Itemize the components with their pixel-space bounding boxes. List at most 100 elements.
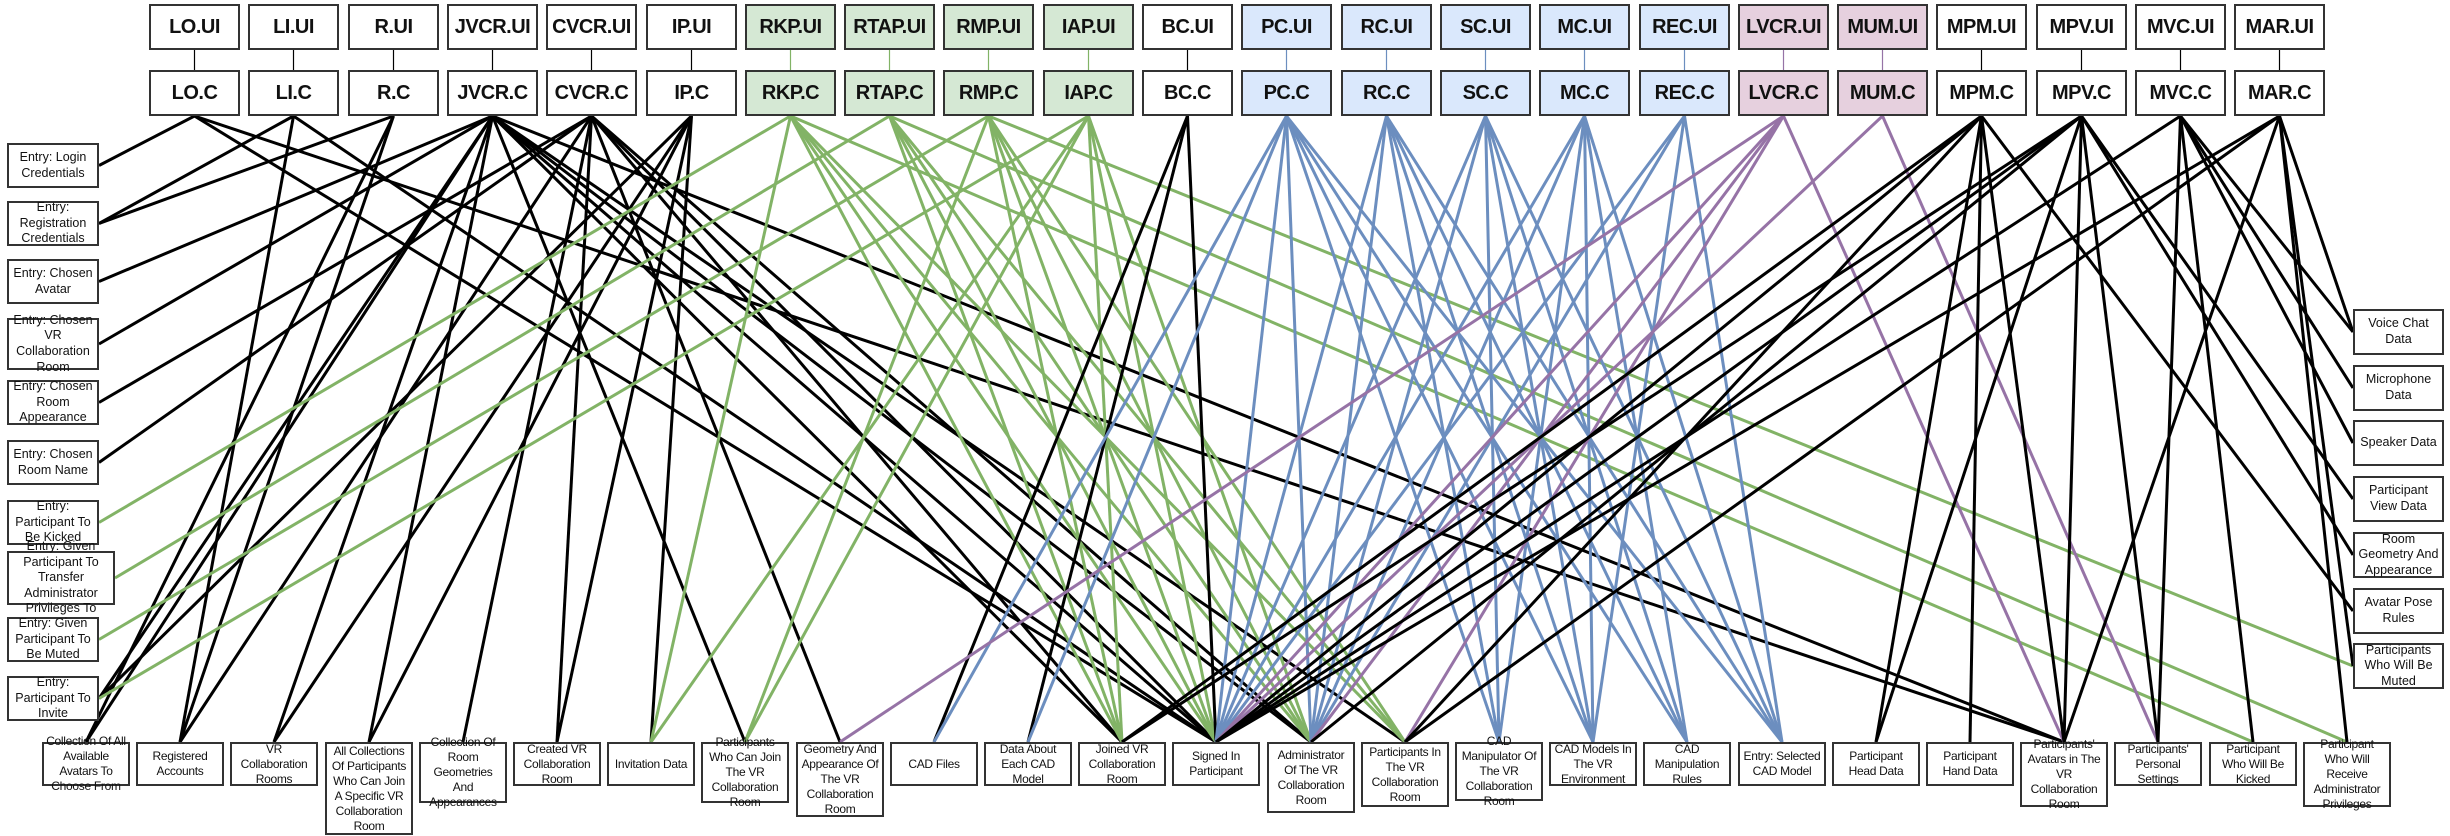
component-ui-r[interactable]: R.UI [348,4,439,50]
entry-e2[interactable]: Entry: Registration Credentials [7,200,99,246]
data-r1[interactable]: Voice Chat Data [2353,309,2444,355]
data-b12[interactable]: Joined VR Collaboration Room [1078,742,1166,786]
data-b9[interactable]: Geometry And Appearance Of The VR Collab… [796,742,884,817]
edge-jvcr-e3 [98,114,494,283]
component-c-rtap[interactable]: RTAP.C [844,70,935,116]
data-b4[interactable]: All Collections Of Participants Who Can … [325,742,413,835]
data-b23[interactable]: Participants' Personal Settings [2114,742,2202,786]
data-b21[interactable]: Participant Hand Data [1926,742,2014,786]
edge-mum-b23 [1881,115,2160,743]
data-b7[interactable]: Invitation Data [607,742,695,786]
component-c-sc[interactable]: SC.C [1440,70,1531,116]
component-ui-iap[interactable]: IAP.UI [1043,4,1134,50]
edge-rec-b13 [1214,115,1686,743]
component-c-rmp[interactable]: RMP.C [943,70,1034,116]
component-ui-mum[interactable]: MUM.UI [1837,4,1928,50]
data-b2-label: Registered Accounts [152,749,208,778]
component-ui-cvcr[interactable]: CVCR.UI [546,4,637,50]
component-ui-mpv[interactable]: MPV.UI [2036,4,2127,50]
data-b11[interactable]: Data About Each CAD Model [984,742,1072,786]
component-ui-lo[interactable]: LO.UI [149,4,240,50]
edge-rkp-b14 [789,115,1313,743]
component-ui-jvcr[interactable]: JVCR.UI [447,4,538,50]
data-r4[interactable]: Participant View Data [2353,476,2444,522]
entry-e1[interactable]: Entry: Login Credentials [7,143,99,188]
edge-mc-b16 [1497,115,1586,743]
component-c-mvc[interactable]: MVC.C [2135,70,2226,116]
component-c-mpv[interactable]: MPV.C [2036,70,2127,116]
data-b10[interactable]: CAD Files [890,742,978,786]
component-ui-mpm[interactable]: MPM.UI [1936,4,2027,50]
component-ui-pc[interactable]: PC.UI [1241,4,1332,50]
data-b6[interactable]: Created VR Collaboration Room [513,742,601,786]
data-b15[interactable]: Participants In The VR Collaboration Roo… [1361,742,1449,807]
component-c-ip[interactable]: IP.C [646,70,737,116]
component-c-r[interactable]: R.C [348,70,439,116]
component-c-iap[interactable]: IAP.C [1043,70,1134,116]
component-c-bc[interactable]: BC.C [1142,70,1233,116]
entry-e7[interactable]: Entry: Participant To Be Kicked [7,499,99,545]
component-c-rkp[interactable]: RKP.C [745,70,836,116]
data-b1[interactable]: Collection Of All Available Avatars To C… [42,734,130,793]
edge-rkp-b15 [789,114,1407,744]
component-ui-mc[interactable]: MC.UI [1539,4,1630,50]
data-r2[interactable]: Microphone Data [2353,365,2444,411]
component-c-mum[interactable]: MUM.C [1837,70,1928,116]
data-r6[interactable]: Avatar Pose Rules [2353,588,2444,634]
component-c-mc[interactable]: MC.C [1539,70,1630,116]
data-b24[interactable]: Participant Who Will Be Kicked [2209,742,2297,786]
component-ui-ip[interactable]: IP.UI [646,4,737,50]
data-b18[interactable]: CAD Manipulation Rules [1643,742,1731,786]
data-b25[interactable]: Participant Who Will Receive Administrat… [2303,737,2391,811]
component-ui-bc[interactable]: BC.UI [1142,4,1233,50]
component-c-pc[interactable]: PC.C [1241,70,1332,116]
data-b14[interactable]: Administrator Of The VR Collaboration Ro… [1267,742,1355,813]
data-b17[interactable]: CAD Models In The VR Environment [1549,742,1637,786]
entry-e8[interactable]: Entry: Given Participant To Transfer Adm… [7,539,115,615]
component-c-rec[interactable]: REC.C [1639,70,1730,116]
entry-e6[interactable]: Entry: Chosen Room Name [7,440,99,485]
component-ui-lvcr[interactable]: LVCR.UI [1738,4,1829,50]
data-r3[interactable]: Speaker Data [2353,420,2444,466]
component-c-lvcr[interactable]: LVCR.C [1738,70,1829,116]
entry-e4[interactable]: Entry: Chosen VR Collaboration Room [7,313,99,374]
data-b20[interactable]: Participant Head Data [1832,742,1920,786]
component-c-lo[interactable]: LO.C [149,70,240,116]
component-ui-rc[interactable]: RC.UI [1341,4,1432,50]
component-c-rtap-label: RTAP.C [855,81,924,104]
data-b19[interactable]: Entry: Selected CAD Model [1738,742,1826,786]
data-b13[interactable]: Signed In Participant [1172,742,1260,786]
data-b5[interactable]: Collection Of Room Geometries And Appear… [419,735,507,809]
data-b2[interactable]: Registered Accounts [136,742,224,786]
entry-e10[interactable]: Entry: Participant To Invite [7,675,99,721]
entry-e5[interactable]: Entry: Chosen Room Appearance [7,379,99,425]
data-b8[interactable]: Participants Who Can Join The VR Collabo… [701,735,789,809]
edge-lo-b22 [194,114,2065,744]
entry-e8-label: Entry: Given Participant To Transfer Adm… [23,538,99,616]
edge-lvcr-b13 [1214,114,1785,744]
edge-jvcr-b22 [491,114,2065,744]
component-c-rc[interactable]: RC.C [1341,70,1432,116]
edge-lvcr-b15 [1403,115,1785,743]
entry-e9[interactable]: Entry: Given Participant To Be Muted [7,616,99,662]
component-c-jvcr[interactable]: JVCR.C [447,70,538,116]
component-c-cvcr[interactable]: CVCR.C [546,70,637,116]
component-c-li[interactable]: LI.C [248,70,339,116]
data-b16[interactable]: CAD Manipulator Of The VR Collaboration … [1455,734,1543,808]
component-c-mpm[interactable]: MPM.C [1936,70,2027,116]
component-ui-mar[interactable]: MAR.UI [2234,4,2325,50]
entry-e3[interactable]: Entry: Chosen Avatar [7,259,99,304]
data-b3[interactable]: VR Collaboration Rooms [230,742,318,786]
component-ui-rkp[interactable]: RKP.UI [745,4,836,50]
component-c-mar[interactable]: MAR.C [2234,70,2325,116]
component-ui-rec[interactable]: REC.UI [1639,4,1730,50]
data-r7[interactable]: Participants Who Will Be Muted [2353,643,2444,689]
component-ui-sc[interactable]: SC.UI [1440,4,1531,50]
data-r5[interactable]: Room Geometry And Appearance [2353,532,2444,578]
component-ui-mvc[interactable]: MVC.UI [2135,4,2226,50]
component-ui-rtap[interactable]: RTAP.UI [844,4,935,50]
component-ui-rmp[interactable]: RMP.UI [943,4,1034,50]
edge-lo-e1 [98,114,196,167]
data-b22[interactable]: Participants' Avatars in The VR Collabor… [2020,737,2108,811]
component-ui-li[interactable]: LI.UI [248,4,339,50]
